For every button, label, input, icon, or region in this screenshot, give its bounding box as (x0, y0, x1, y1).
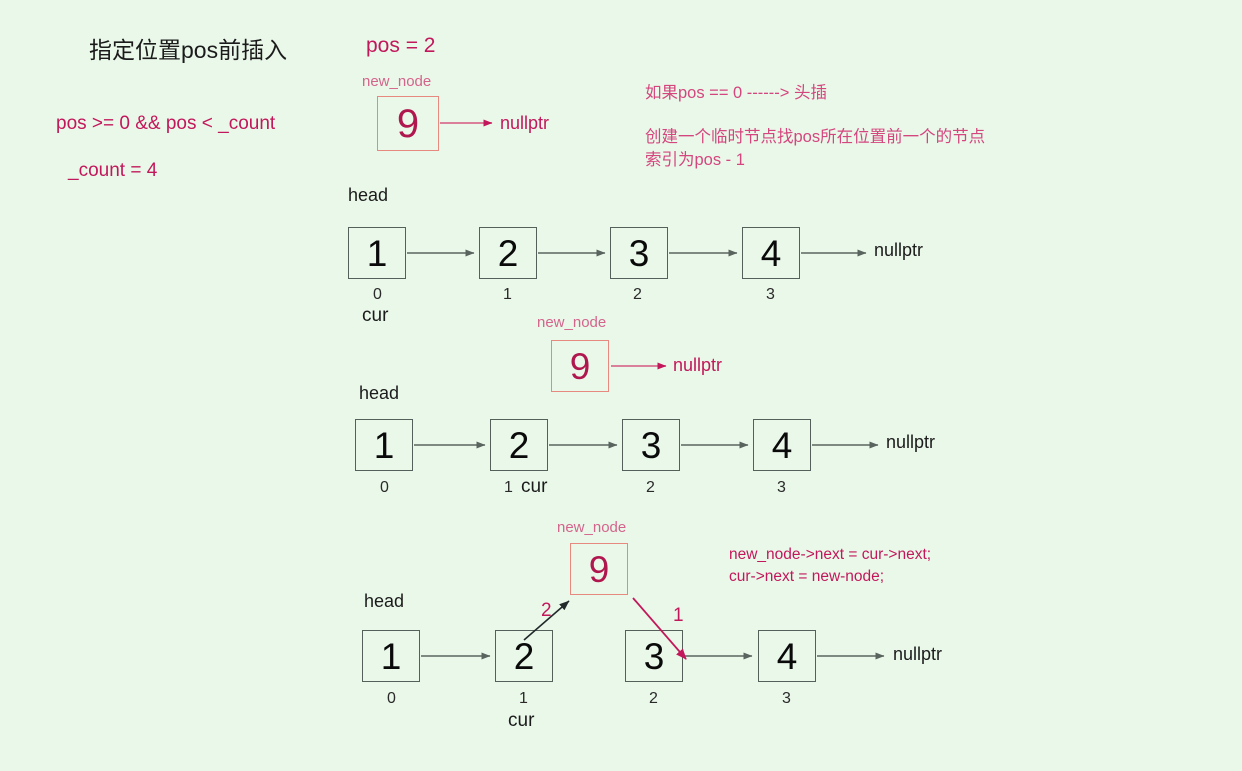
pos-value-label: pos = 2 (366, 34, 436, 57)
step3-index-0: 0 (387, 690, 396, 707)
step3-index-1: 1 (519, 690, 528, 707)
step2-node-2: 3 (622, 419, 680, 471)
step3-node-1: 2 (495, 630, 553, 682)
step2-index-1: 1 (504, 479, 513, 496)
step2-node-1: 2 (490, 419, 548, 471)
code-line-1: new_node->next = cur->next; (729, 546, 932, 563)
note-line-1: 如果pos == 0 ------> 头插 (645, 84, 827, 102)
step1-node-3: 4 (742, 227, 800, 279)
step3-arrow-mark-second: 2 (541, 600, 552, 621)
condition-range: pos >= 0 && pos < _count (56, 113, 276, 134)
step1-index-1: 1 (503, 286, 512, 303)
step1-node-1: 2 (479, 227, 537, 279)
top-new-node-box: 9 (377, 96, 439, 151)
step2-index-3: 3 (777, 479, 786, 496)
step1-index-0: 0 (373, 286, 382, 303)
top-new-node-nullptr: nullptr (500, 113, 550, 133)
step3-index-2: 2 (649, 690, 658, 707)
step3-index-3: 3 (782, 690, 791, 707)
note-line-2: 创建一个临时节点找pos所在位置前一个的节点 (645, 128, 986, 146)
step2-new-node-nullptr: nullptr (673, 355, 723, 375)
step3-cur-label: cur (508, 710, 535, 731)
step2-cur-label: cur (521, 476, 548, 497)
step2-node-0: 1 (355, 419, 413, 471)
page-title: 指定位置pos前插入 (89, 37, 288, 63)
step2-new-node-label: new_node (537, 314, 607, 331)
step1-node-0: 1 (348, 227, 406, 279)
step3-arrow-mark-first: 1 (673, 605, 684, 626)
step1-node-2: 3 (610, 227, 668, 279)
code-line-2: cur->next = new-node; (729, 568, 885, 585)
step1-cur-label: cur (362, 305, 389, 326)
step1-index-3: 3 (766, 286, 775, 303)
step1-head-label: head (348, 185, 389, 205)
step3-nullptr: nullptr (893, 644, 943, 664)
step3-node-2: 3 (625, 630, 683, 682)
condition-count: _count = 4 (68, 160, 158, 181)
step1-nullptr: nullptr (874, 240, 924, 260)
step3-node-0: 1 (362, 630, 420, 682)
note-line-3: 索引为pos - 1 (645, 151, 745, 169)
step2-new-node-box: 9 (551, 340, 609, 392)
step3-head-label: head (364, 591, 405, 611)
step1-index-2: 2 (633, 286, 642, 303)
step2-index-0: 0 (380, 479, 389, 496)
step3-node-3: 4 (758, 630, 816, 682)
step3-new-node-box: 9 (570, 543, 628, 595)
step2-nullptr: nullptr (886, 432, 936, 452)
step2-index-2: 2 (646, 479, 655, 496)
step3-new-node-label: new_node (557, 519, 627, 536)
step2-node-3: 4 (753, 419, 811, 471)
step2-head-label: head (359, 383, 400, 403)
top-new-node-label: new_node (362, 73, 432, 90)
